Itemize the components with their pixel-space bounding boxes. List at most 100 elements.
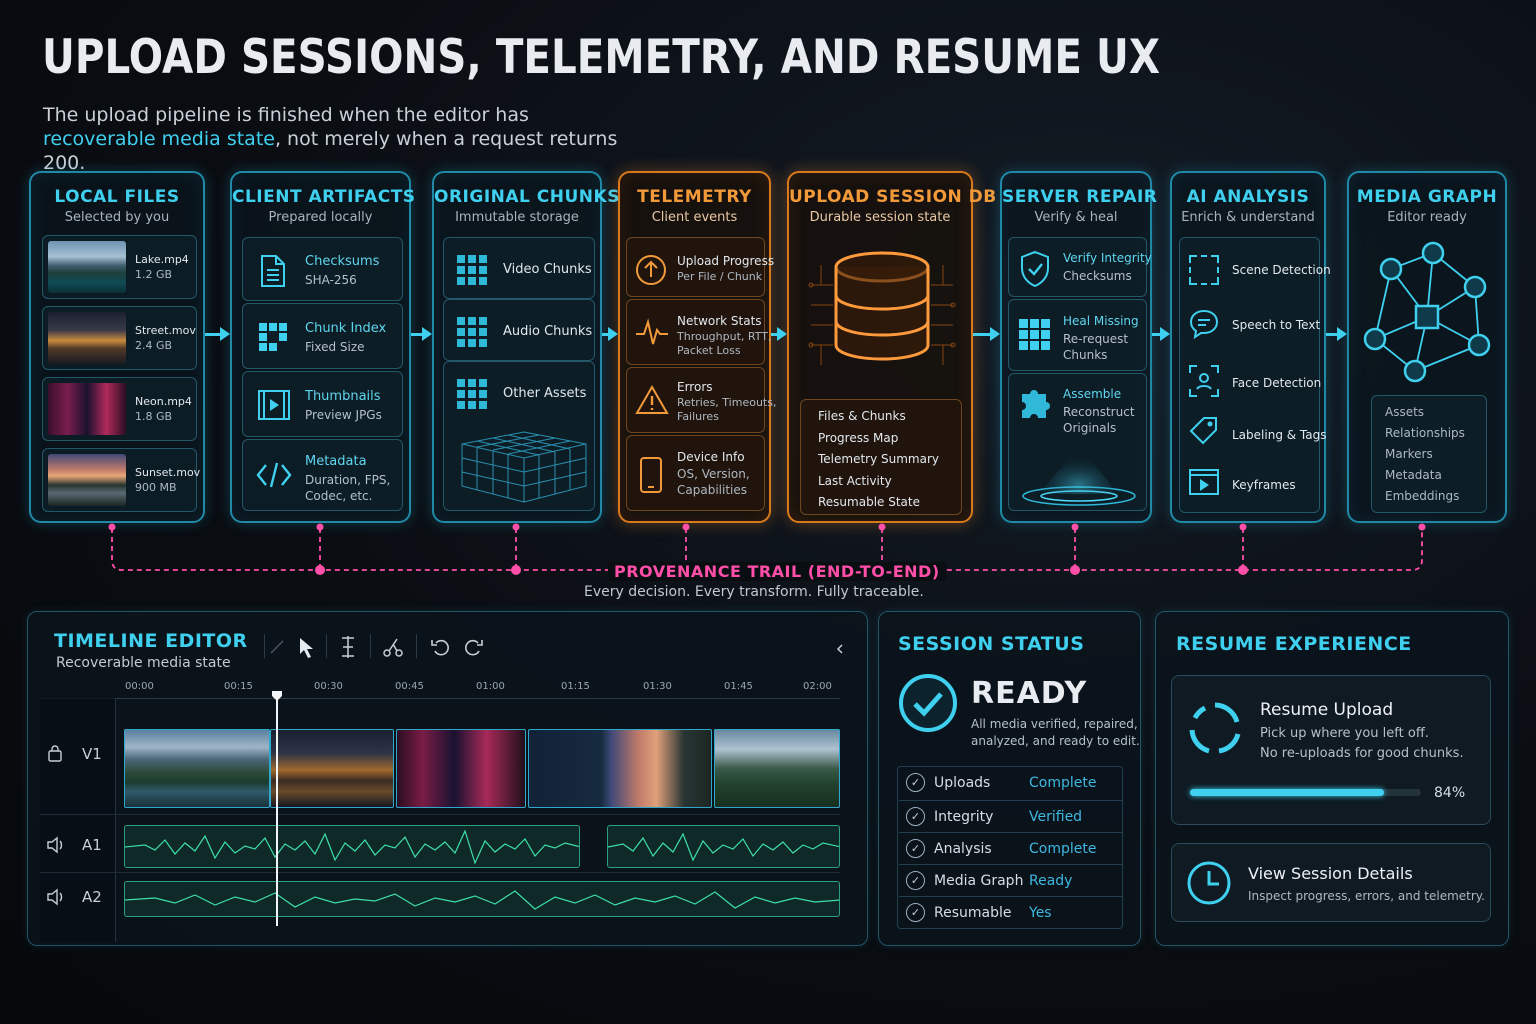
playhead-handle[interactable]	[271, 690, 283, 702]
stage-subtitle: Enrich & understand	[1181, 210, 1315, 225]
flow-arrow-icon	[990, 327, 1000, 341]
ai-item-label: Keyframes	[1232, 478, 1296, 492]
media-graph-fields: Assets Relationships Markers Metadata Em…	[1371, 395, 1487, 513]
graph-field: Metadata	[1385, 468, 1442, 482]
playhead-line[interactable]	[276, 700, 278, 926]
provenance-trail-line	[108, 523, 1426, 575]
graph-network-icon	[1363, 241, 1491, 383]
artifact-chunk-index[interactable]: Chunk Index Fixed Size	[242, 303, 403, 369]
file-item-street[interactable]: Street.mov 2.4 GB	[42, 306, 197, 370]
stage-client-artifacts: CLIENT ARTIFACTS Prepared locally Checks…	[230, 171, 415, 523]
status-name: Integrity	[934, 809, 994, 825]
ai-item-label: Labeling & Tags	[1232, 428, 1327, 442]
upload-arrow-icon	[636, 255, 666, 285]
status-value: Ready	[1029, 873, 1073, 889]
timeline-title: TIMELINE EDITOR	[54, 630, 248, 652]
artifact-label: Metadata	[305, 454, 367, 469]
check-icon: ✓	[906, 903, 925, 922]
select-cursor-icon[interactable]	[298, 636, 316, 660]
file-size: 2.4 GB	[135, 339, 173, 352]
telemetry-detail: Throughput, RTT,	[677, 330, 772, 343]
telemetry-label: Errors	[677, 380, 713, 394]
stage-subtitle: Selected by you	[64, 210, 170, 225]
audio-clip[interactable]	[124, 881, 840, 917]
redo-icon[interactable]	[464, 637, 484, 657]
artifact-thumbnails[interactable]: Thumbnails Preview JPGs	[242, 371, 403, 437]
resume-upload-title: Resume Upload	[1260, 700, 1394, 720]
pulse-icon	[636, 318, 668, 345]
video-clip[interactable]	[124, 729, 270, 808]
speaker-icon[interactable]	[46, 888, 66, 906]
waveform-graphic	[125, 890, 839, 910]
audio-clip[interactable]	[124, 825, 580, 868]
video-clip[interactable]	[714, 729, 840, 808]
stage-title: SERVER REPAIR	[1002, 187, 1158, 207]
artifact-detail: SHA-256	[305, 273, 357, 287]
chunk-audio[interactable]: Audio Chunks	[443, 299, 595, 361]
telemetry-upload-progress[interactable]: Upload Progress Per File / Chunk	[626, 237, 774, 297]
resume-upload-text: No re-uploads for good chunks.	[1260, 746, 1464, 761]
scene-frame-icon	[1189, 255, 1219, 285]
artifact-checksums[interactable]: Checksums SHA-256	[242, 237, 403, 301]
video-clip[interactable]	[528, 729, 712, 808]
lock-icon[interactable]	[47, 744, 63, 762]
stage-subtitle: Durable session state	[809, 210, 951, 225]
telemetry-errors[interactable]: Errors Retries, Timeouts, Failures	[626, 367, 776, 433]
telemetry-network[interactable]: Network Stats Throughput, RTT, Packet Lo…	[626, 299, 771, 365]
stage-title: LOCAL FILES	[54, 187, 180, 207]
undo-icon[interactable]	[430, 637, 450, 657]
track-label-a2: A2	[82, 888, 102, 906]
file-item-lake[interactable]: Lake.mp4 1.2 GB	[42, 235, 197, 299]
check-icon: ✓	[906, 871, 925, 890]
flow-arrow-icon	[777, 327, 787, 341]
file-item-sunset[interactable]: Sunset.mov 900 MB	[42, 448, 200, 512]
video-clip[interactable]	[270, 729, 394, 808]
collapse-chevron-icon[interactable]	[834, 642, 846, 656]
status-table	[897, 766, 1123, 929]
telemetry-detail: Capabilities	[677, 483, 747, 497]
session-description: All media verified, repaired,	[971, 717, 1138, 731]
repair-verify[interactable]: Verify Integrity Checksums	[1008, 237, 1152, 297]
razor-cut-icon[interactable]	[382, 636, 404, 658]
status-row-media-graph: ✓ Media Graph Ready	[899, 864, 1122, 896]
code-icon	[256, 462, 292, 488]
stage-title: MEDIA GRAPH	[1356, 187, 1498, 207]
grid-icon	[457, 255, 487, 285]
flow-arrow-shaft	[1152, 333, 1162, 336]
check-icon: ✓	[906, 839, 925, 858]
view-details-text: Inspect progress, errors, and telemetry.	[1248, 889, 1485, 903]
speaker-icon[interactable]	[46, 836, 66, 854]
artifact-metadata[interactable]: Metadata Duration, FPS, Codec, etc.	[242, 439, 403, 511]
view-session-details-card[interactable]	[1171, 843, 1491, 922]
file-name: Street.mov	[135, 324, 196, 337]
repair-label: Heal Missing	[1063, 314, 1139, 328]
flow-arrow-shaft	[602, 333, 610, 336]
chunk-video[interactable]: Video Chunks	[443, 237, 595, 299]
session-db-fields: Files & Chunks Progress Map Telemetry Su…	[800, 399, 962, 515]
graph-field: Markers	[1385, 447, 1433, 461]
telemetry-device[interactable]: Device Info OS, Version, Capabilities	[626, 435, 765, 511]
status-name: Media Graph	[934, 873, 1024, 889]
time-tick: 00:15	[224, 681, 253, 692]
repair-assemble[interactable]: Assemble Reconstruct Originals	[1008, 373, 1147, 511]
file-item-neon[interactable]: Neon.mp4 1.8 GB	[42, 377, 197, 441]
repair-heal[interactable]: Heal Missing Re-request Chunks	[1008, 299, 1147, 371]
pen-tool-icon[interactable]	[268, 638, 286, 656]
graph-field: Embeddings	[1385, 489, 1460, 503]
flow-arrow-icon	[422, 327, 432, 341]
status-name: Uploads	[934, 775, 991, 791]
chunk-label: Audio Chunks	[503, 324, 593, 339]
artifact-detail: Preview JPGs	[305, 408, 382, 422]
repair-detail: Originals	[1063, 421, 1117, 435]
flow-arrow-shaft	[411, 333, 424, 336]
telemetry-detail: Per File / Chunk	[677, 270, 763, 283]
repair-label: Verify Integrity	[1063, 251, 1152, 265]
trim-tool-icon[interactable]	[338, 634, 358, 660]
flow-arrow-shaft	[771, 333, 779, 336]
video-clip[interactable]	[396, 729, 526, 808]
check-icon: ✓	[906, 807, 925, 826]
chunk-other[interactable]: Other Assets	[443, 361, 595, 511]
stage-subtitle: Client events	[651, 210, 738, 225]
audio-clip[interactable]	[607, 825, 840, 868]
